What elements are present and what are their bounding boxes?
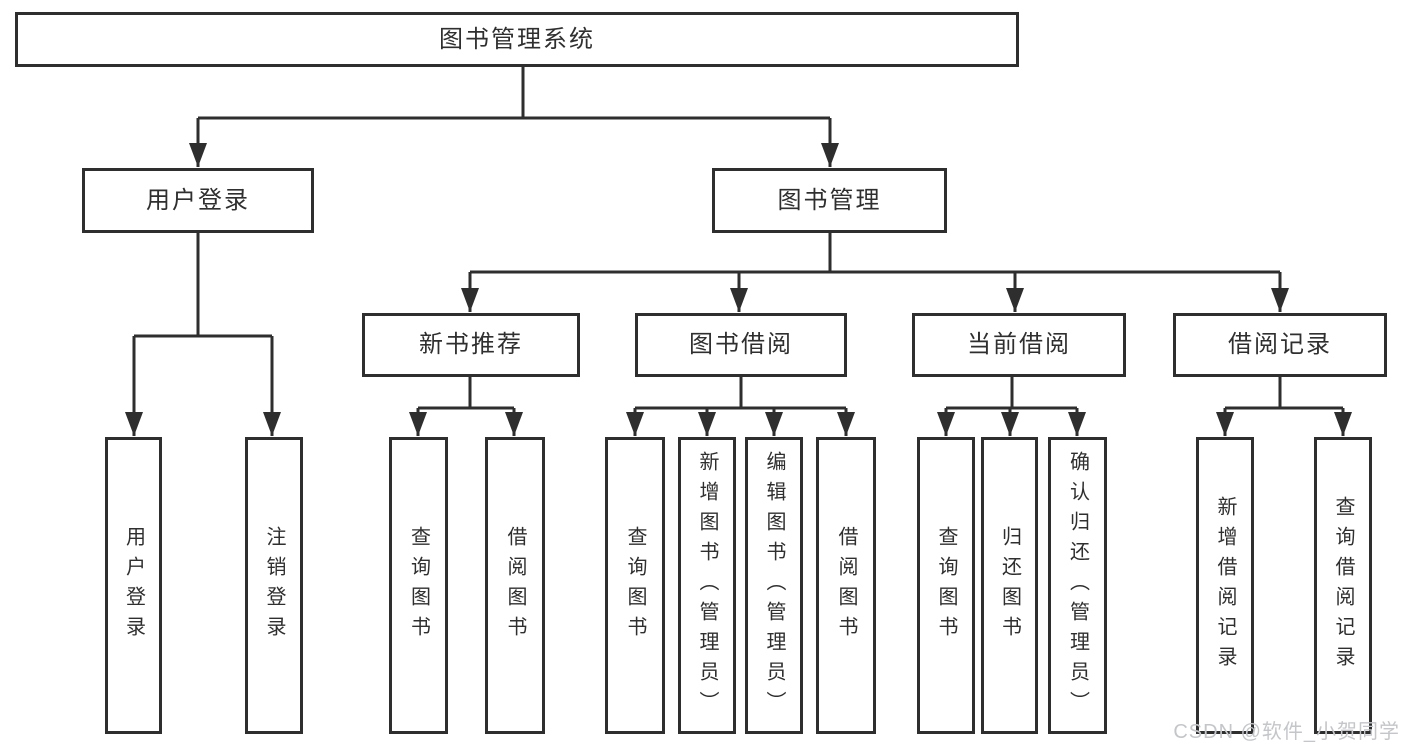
leaf-return-book: 归还图书 — [981, 437, 1038, 734]
leaf-borrow-book: 借阅图书 — [816, 437, 876, 734]
node-label: 查询借阅记录 — [1332, 495, 1354, 676]
node-label: 编辑图书（管理员） — [763, 450, 785, 721]
node-label: 新增借阅记录 — [1214, 495, 1236, 676]
leaf-query-book-borrow: 查询图书 — [605, 437, 665, 734]
leaf-query-book-current: 查询图书 — [917, 437, 975, 734]
node-label: 图书借阅 — [689, 331, 793, 358]
node-new-book-recommend: 新书推荐 — [362, 313, 580, 377]
node-label: 查询图书 — [624, 525, 646, 646]
node-user-login: 用户登录 — [82, 168, 314, 233]
connector-rails — [134, 67, 1343, 410]
node-label: 借阅图书 — [504, 525, 526, 646]
node-label: 归还图书 — [998, 525, 1021, 646]
node-book-management: 图书管理 — [712, 168, 947, 233]
leaf-add-book-admin: 新增图书（管理员） — [678, 437, 736, 734]
node-label: 确认归还（管理员） — [1066, 450, 1089, 721]
leaf-user-login: 用户登录 — [105, 437, 162, 734]
leaf-query-borrow-record: 查询借阅记录 — [1314, 437, 1372, 734]
node-label: 借阅图书 — [835, 525, 857, 646]
leaf-borrow-book-recommend: 借阅图书 — [485, 437, 545, 734]
node-label: 新书推荐 — [419, 331, 523, 358]
node-label: 当前借阅 — [967, 331, 1071, 358]
leaf-confirm-return-admin: 确认归还（管理员） — [1048, 437, 1107, 734]
node-borrow-records: 借阅记录 — [1173, 313, 1387, 377]
node-label: 用户登录 — [146, 186, 250, 214]
node-label: 新增图书（管理员） — [696, 450, 718, 721]
node-current-borrow: 当前借阅 — [912, 313, 1126, 377]
leaf-add-borrow-record: 新增借阅记录 — [1196, 437, 1254, 734]
node-root: 图书管理系统 — [15, 12, 1019, 67]
leaf-edit-book-admin: 编辑图书（管理员） — [745, 437, 803, 734]
node-label: 图书管理系统 — [439, 25, 595, 53]
node-label: 图书管理 — [777, 186, 882, 214]
node-label: 注销登录 — [263, 525, 285, 646]
node-label: 借阅记录 — [1228, 331, 1332, 358]
node-label: 查询图书 — [935, 525, 957, 646]
node-label: 查询图书 — [407, 525, 430, 646]
leaf-logout: 注销登录 — [245, 437, 303, 734]
node-book-borrow: 图书借阅 — [635, 313, 847, 377]
connector-arrows — [125, 118, 1352, 436]
leaf-query-book-recommend: 查询图书 — [389, 437, 448, 734]
node-label: 用户登录 — [122, 525, 145, 646]
csdn-watermark: CSDN @软件_小贺同学 — [1173, 721, 1400, 743]
